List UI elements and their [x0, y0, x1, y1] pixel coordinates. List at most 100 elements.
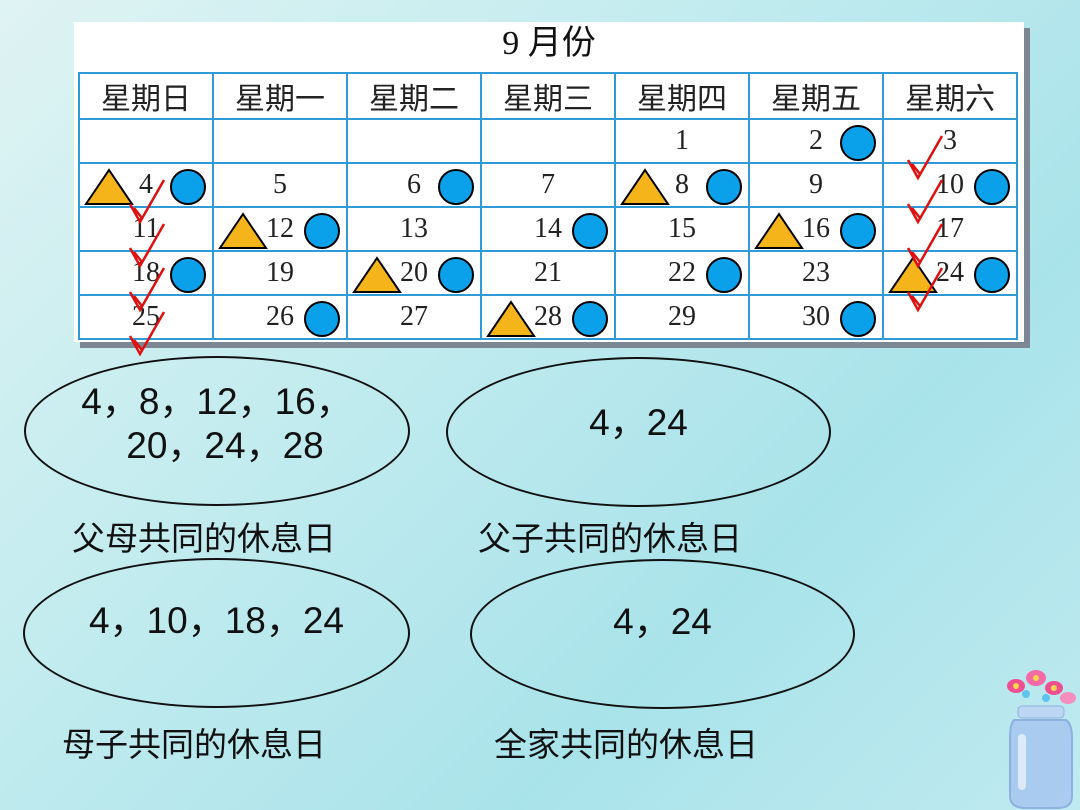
mother-child-rest-days-oval: 4，10，18，24: [23, 558, 410, 708]
day-number: 2: [809, 125, 823, 156]
weekday-header: 星期三: [480, 72, 616, 120]
parents-rest-days-caption: 父母共同的休息日: [72, 519, 336, 558]
day-cell: 22: [614, 250, 750, 296]
circle-marker: [840, 125, 876, 161]
day-cell: 4: [78, 162, 214, 225]
weekday-header: 星期日: [78, 72, 214, 120]
circle-marker: [706, 169, 742, 205]
day-number: 4: [139, 169, 153, 200]
day-cell: 30: [748, 294, 884, 340]
mother-child-rest-days-value: 4，10，18，24: [88, 600, 345, 641]
day-number: 9: [809, 169, 823, 200]
father-child-rest-days-caption: 父子共同的休息日: [478, 519, 742, 558]
weekday-header-row: 星期日星期一星期二星期三星期四星期五星期六: [78, 72, 1018, 120]
circle-marker: [840, 213, 876, 249]
day-number: 19: [266, 257, 294, 288]
check-mark: [128, 179, 166, 225]
triangle-marker: [84, 168, 134, 205]
triangle-marker: [486, 300, 536, 337]
week-row: 25 26 27 28 29 30: [78, 294, 1018, 357]
day-cell: 26: [212, 294, 348, 340]
day-cell: 15: [614, 206, 750, 252]
day-cell: 24: [882, 250, 1018, 313]
weekday-header: 星期五: [748, 72, 884, 120]
circle-marker: [706, 257, 742, 293]
day-number: 26: [266, 301, 294, 332]
day-number: 7: [541, 169, 555, 200]
day-number: 29: [668, 301, 696, 332]
day-number: 6: [407, 169, 421, 200]
day-cell: 1: [614, 118, 750, 164]
day-cell: 13: [346, 206, 482, 252]
day-number: 22: [668, 257, 696, 288]
weekday-header: 星期一: [212, 72, 348, 120]
day-cell: 9: [748, 162, 884, 208]
day-cell: [882, 294, 1018, 340]
day-cell: [212, 118, 348, 164]
circle-marker: [170, 169, 206, 205]
day-cell: 6: [346, 162, 482, 208]
day-cell: 16: [748, 206, 884, 252]
day-cell: [78, 118, 214, 164]
mother-child-rest-days-caption: 母子共同的休息日: [62, 725, 326, 764]
day-cell: 19: [212, 250, 348, 296]
day-cell: 12: [212, 206, 348, 252]
day-number: 5: [273, 169, 287, 200]
circle-marker: [170, 257, 206, 293]
weekday-header: 星期二: [346, 72, 482, 120]
day-cell: 20: [346, 250, 482, 296]
family-rest-days-caption: 全家共同的休息日: [494, 725, 758, 764]
day-cell: 14: [480, 206, 616, 252]
parents-rest-days-oval: 4，8，12，16， 20，24，28: [24, 356, 410, 506]
day-number: 15: [668, 213, 696, 244]
day-cell: 8: [614, 162, 750, 208]
circle-marker: [438, 257, 474, 293]
day-cell: [346, 118, 482, 164]
triangle-marker: [754, 212, 804, 249]
parents-rest-days-line2: 20，24，28: [126, 425, 324, 466]
father-child-rest-days-oval: 4，24: [446, 357, 831, 507]
day-number: 21: [534, 257, 562, 288]
calendar-title: 9 月份: [502, 25, 596, 62]
family-rest-days-oval: 4，24: [470, 559, 855, 709]
day-number: 16: [802, 213, 830, 244]
check-mark: [128, 311, 166, 357]
circle-marker: [974, 169, 1010, 205]
circle-marker: [438, 169, 474, 205]
circle-marker: [974, 257, 1010, 293]
day-cell: 25: [78, 294, 214, 357]
day-cell: 29: [614, 294, 750, 340]
day-cell: [480, 118, 616, 164]
check-mark: [128, 223, 166, 269]
circle-marker: [304, 213, 340, 249]
circle-marker: [572, 213, 608, 249]
check-mark: [906, 223, 944, 269]
day-number: 13: [400, 213, 428, 244]
circle-marker: [304, 301, 340, 337]
circle-marker: [840, 301, 876, 337]
triangle-marker: [218, 212, 268, 249]
day-number: 23: [802, 257, 830, 288]
day-number: 30: [802, 301, 830, 332]
check-mark: [906, 179, 944, 225]
flower-jar-decoration: [1007, 670, 1076, 809]
day-cell: 7: [480, 162, 616, 208]
day-number: 8: [675, 169, 689, 200]
parents-rest-days-line1: 4，8，12，16，: [81, 381, 353, 422]
circle-marker: [572, 301, 608, 337]
check-mark: [906, 135, 944, 181]
day-number: 20: [400, 257, 428, 288]
triangle-marker: [620, 168, 670, 205]
day-cell: 21: [480, 250, 616, 296]
weekday-header: 星期六: [882, 72, 1018, 120]
day-cell: 17: [882, 206, 1018, 269]
day-cell: 27: [346, 294, 482, 340]
day-number: 12: [266, 213, 294, 244]
day-cell: 5: [212, 162, 348, 208]
day-number: 28: [534, 301, 562, 332]
